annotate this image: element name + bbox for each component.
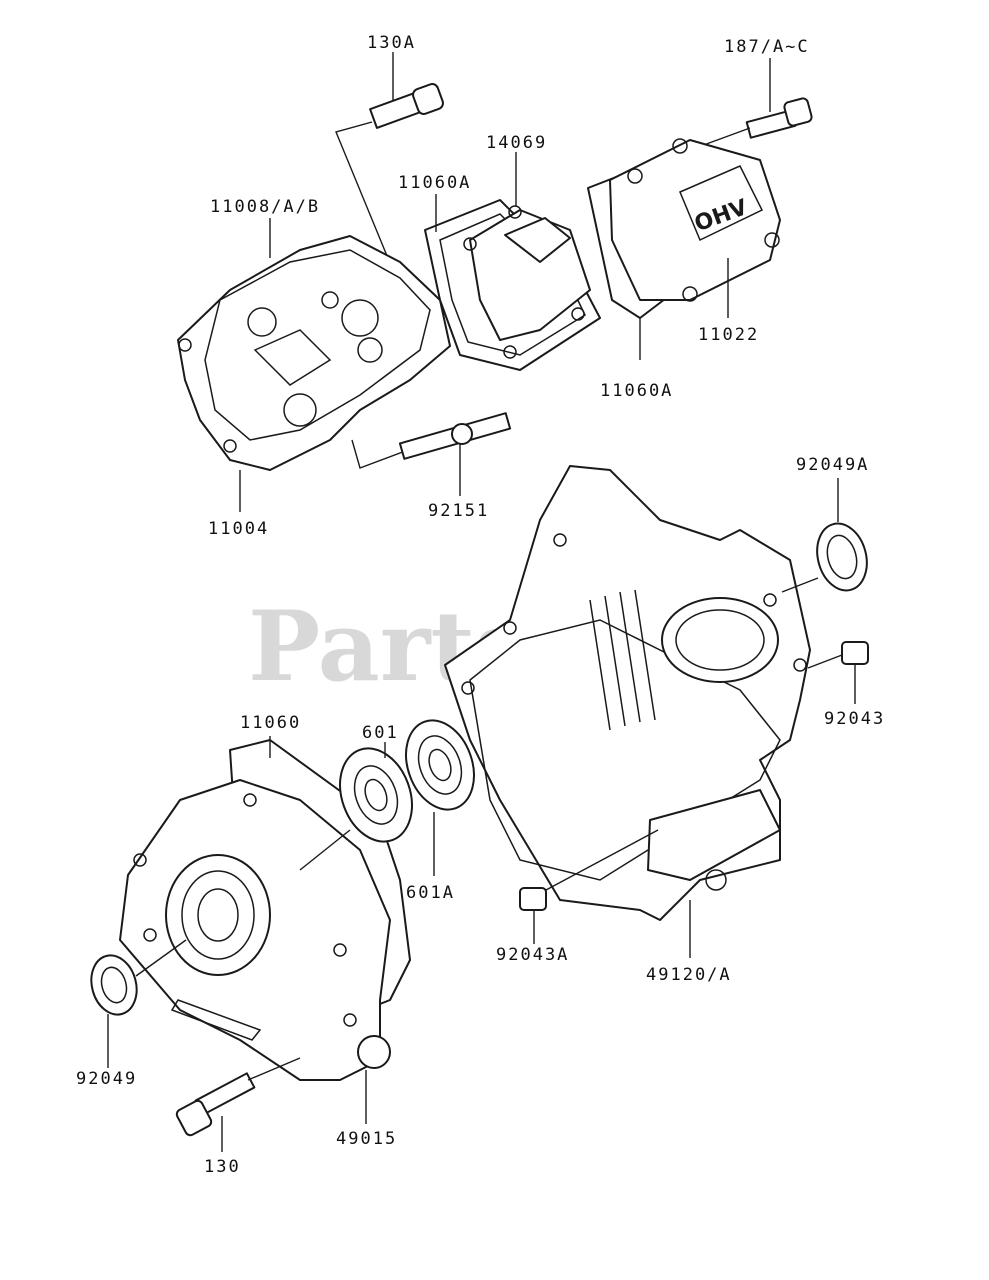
bearing-601[interactable] <box>328 738 425 851</box>
label-92049: 92049 <box>76 1069 137 1089</box>
leader-130a <box>335 52 394 269</box>
cylinder-head-11008[interactable] <box>177 235 451 471</box>
bolt-187[interactable] <box>745 97 813 139</box>
crankcase-cover-49015[interactable] <box>119 779 391 1081</box>
label-601a: 601A <box>406 883 455 903</box>
oil-seal-92049[interactable] <box>85 950 143 1019</box>
label-92049a: 92049A <box>796 455 869 475</box>
bolt-130[interactable] <box>175 1072 256 1137</box>
label-601: 601 <box>362 723 399 743</box>
leader-130 <box>221 1057 301 1152</box>
label-11060a-mid: 11060A <box>600 381 673 401</box>
label-11008: 11008/A/B <box>210 197 320 217</box>
label-130: 130 <box>204 1157 241 1177</box>
oil-seal-92049a[interactable] <box>810 518 874 596</box>
rocker-cover-11022[interactable] <box>609 138 781 302</box>
leader-92043 <box>807 654 856 704</box>
bearing-601a[interactable] <box>394 711 486 819</box>
rocker-base-14069[interactable] <box>463 205 591 359</box>
label-92151: 92151 <box>428 501 489 521</box>
leader-601 <box>299 742 386 871</box>
leader-92049 <box>107 939 187 1068</box>
label-11022: 11022 <box>698 325 759 345</box>
stud-92151[interactable] <box>398 412 512 460</box>
label-92043a: 92043A <box>496 945 569 965</box>
label-14069: 14069 <box>486 133 547 153</box>
bolt-130a[interactable] <box>369 82 445 129</box>
label-130a: 130A <box>367 33 416 53</box>
label-11004: 11004 <box>208 519 269 539</box>
label-49015: 49015 <box>336 1129 397 1149</box>
label-92043: 92043 <box>824 709 885 729</box>
label-187: 187/A~C <box>724 37 810 57</box>
label-11060a-top: 11060A <box>398 173 471 193</box>
label-49120: 49120/A <box>646 965 732 985</box>
dowel-92043[interactable] <box>841 641 869 665</box>
label-11060: 11060 <box>240 713 301 733</box>
dowel-92043a[interactable] <box>519 887 547 911</box>
crankcase-49120[interactable] <box>444 465 811 921</box>
leader-92043a <box>533 829 659 944</box>
leader-92049a <box>781 478 839 593</box>
